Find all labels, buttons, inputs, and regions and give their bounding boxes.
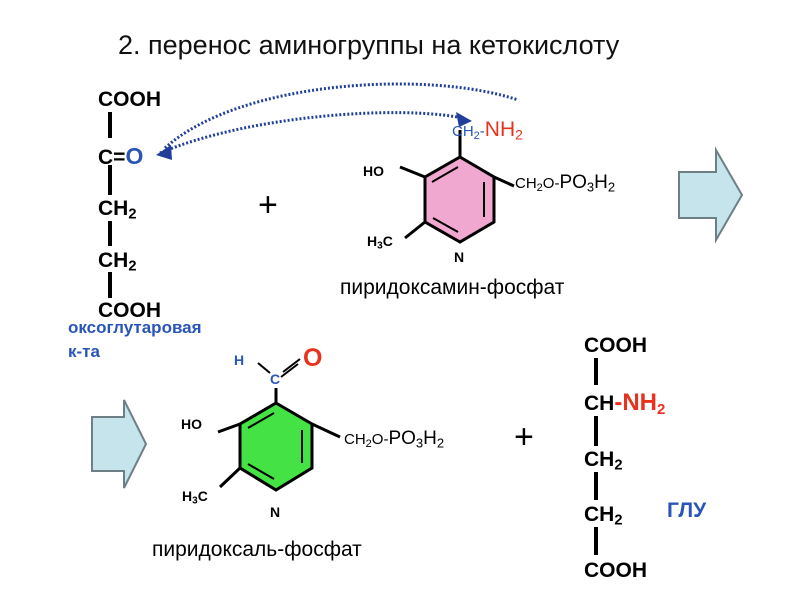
carbonyl-c: C= [98,146,126,169]
plus-sign-top: + [258,186,278,224]
pyridoxal-methyl: H3C [182,488,208,507]
keto-acid-ch2-1: CH2 [98,197,137,223]
glutamate-cooh-top: COOH [584,334,647,357]
arrowhead-right [456,112,472,127]
pyridoxal-caption: пиридоксаль-фосфат [152,538,362,561]
glutamate-cooh-bottom: COOH [584,559,647,582]
pyridoxamine-ring [399,130,515,244]
glutamate-ch2-2: CH2 [584,503,623,529]
pyridoxamine-caption: пиридоксамин-фосфат [340,276,565,299]
pyridoxal-ho: HO [181,416,202,432]
keto-acid-carbonyl: C=O [98,143,143,170]
keto-acid-name-line1: оксоглутаровая [68,318,202,337]
pyridoxamine-side-chain: CH2O-PO3H2 [515,172,616,195]
keto-acid-cooh-bottom: COOH [98,299,161,322]
block-arrow-right-top [678,146,744,244]
amino-transfer-arrows [156,82,519,160]
glutamate-ch-nh2: CH-NH2 [584,389,666,418]
pyridoxal-aldehyde-o: O [303,344,323,372]
carbonyl-o: O [125,143,144,169]
pyridoxal-ring [217,358,341,492]
slide-title: 2. перенос аминогруппы на кетокислоту [118,30,620,60]
keto-acid-cooh-top: COOH [98,88,161,111]
pyridoxal-aldehyde-c: C [270,371,281,387]
pyridoxamine-ho: HO [363,163,384,179]
pyridoxal-side-chain: CH2O-PO3H2 [344,428,445,451]
keto-acid-ch2-2: CH2 [98,249,137,275]
block-arrow-right-bottom [91,399,148,489]
transfer-arrow-upper [163,82,519,150]
plus-sign-bottom: + [514,418,534,456]
glutamate-name: ГЛУ [667,499,707,522]
glutamate-ch2-1: CH2 [584,448,623,474]
pyridoxamine-methyl: H3C [367,233,393,252]
transfer-arrow-lower [159,111,463,155]
pyridoxal-n: N [270,504,281,520]
arrowhead-left [156,145,172,160]
keto-acid-name-line2: к-та [68,342,100,361]
pyridoxamine-n: N [454,249,465,265]
pyridoxamine-ch2-nh2: CH2-NH2 [452,118,523,143]
pyridoxal-aldehyde-h: H [234,352,245,368]
